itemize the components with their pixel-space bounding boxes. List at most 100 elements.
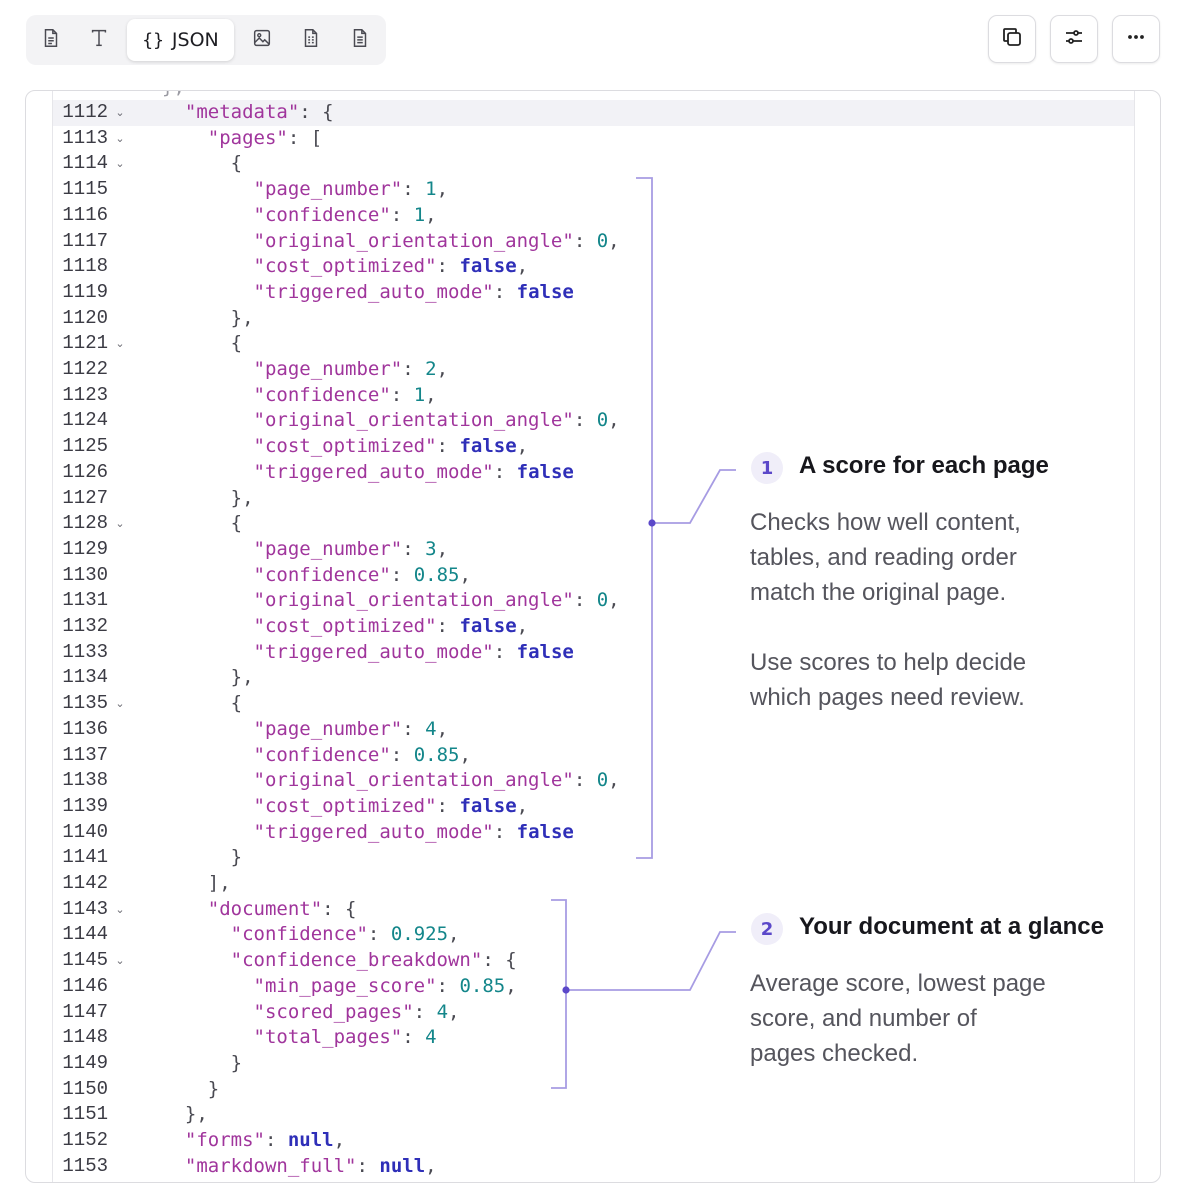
json-punct: ,: [459, 743, 471, 766]
json-punct: :: [402, 537, 426, 560]
tab-json[interactable]: {} JSON: [127, 19, 234, 61]
json-keyword: false: [459, 255, 517, 278]
json-punct: [162, 1078, 208, 1100]
json-punct: [162, 281, 254, 303]
json-punct: [162, 1103, 185, 1125]
json-punct: ,: [505, 974, 517, 997]
json-punct: :: [390, 563, 414, 586]
fold-chevron-icon[interactable]: ⌄: [115, 131, 125, 145]
json-punct: :: [436, 255, 460, 278]
fold-chevron-icon[interactable]: ⌄: [115, 337, 125, 351]
more-horizontal-icon: [1124, 25, 1148, 53]
json-keyword: false: [516, 280, 574, 303]
json-number: 4: [425, 717, 437, 740]
line-number: 1116: [62, 203, 108, 226]
json-punct: :: [390, 203, 414, 226]
json-key: "confidence": [253, 743, 391, 766]
json-punct: : {: [322, 897, 357, 920]
json-punct: ,: [608, 229, 620, 252]
json-punct: ,: [608, 589, 620, 612]
document-icon: [40, 27, 62, 53]
json-punct: [162, 384, 254, 406]
tab-text[interactable]: [78, 19, 120, 61]
line-number: 1140: [62, 820, 108, 843]
json-punct: [162, 846, 231, 868]
json-keyword: false: [459, 794, 517, 817]
json-key: "confidence": [230, 923, 368, 946]
code-text: "forms": null,: [162, 1128, 345, 1154]
json-punct: [162, 307, 231, 329]
line-number: 1120: [62, 306, 108, 329]
json-punct: [162, 949, 231, 971]
tab-page[interactable]: [339, 19, 381, 61]
tab-document[interactable]: [30, 19, 72, 61]
line-number: 1138: [62, 769, 108, 792]
fold-chevron-icon[interactable]: ⌄: [115, 954, 125, 968]
json-punct: [162, 744, 254, 766]
json-number: 1: [425, 178, 437, 201]
json-key: "min_page_score": [253, 974, 437, 997]
gutter-divider: [52, 91, 53, 1182]
annotation-badge-1: 1: [751, 452, 783, 484]
json-number: 0: [596, 409, 609, 432]
line-number: 1149: [62, 1051, 108, 1074]
json-key: "original_orientation_angle": [253, 409, 574, 432]
json-keyword: false: [516, 820, 574, 843]
json-key: "triggered_auto_mode": [253, 820, 494, 843]
line-number: 1139: [62, 794, 108, 817]
json-punct: ,: [516, 794, 529, 817]
json-punct: :: [573, 229, 597, 252]
code-text: "min_page_score": 0.85,: [162, 974, 517, 1000]
json-punct: ,: [425, 383, 437, 406]
json-number: 0: [596, 589, 609, 612]
line-number: 1124: [62, 409, 108, 432]
line-number: 1137: [62, 743, 108, 766]
json-key: "confidence_breakdown": [230, 949, 483, 972]
code-text: "triggered_auto_mode": false: [162, 280, 574, 306]
json-key: "cost_optimized": [253, 435, 437, 458]
json-punct: ,: [425, 1154, 437, 1177]
tab-spreadsheet[interactable]: [290, 19, 332, 61]
code-text: {: [162, 511, 242, 537]
code-text: "triggered_auto_mode": false: [162, 640, 574, 666]
braces-icon: {}: [142, 29, 164, 51]
fold-chevron-icon[interactable]: ⌄: [115, 157, 125, 171]
fold-chevron-icon[interactable]: ⌄: [115, 902, 125, 916]
code-text: "page_number": 4,: [162, 717, 449, 743]
copy-button[interactable]: [988, 15, 1036, 63]
fold-chevron-icon[interactable]: ⌄: [115, 517, 125, 531]
json-number: 0.925: [390, 923, 449, 946]
more-button[interactable]: [1112, 15, 1160, 63]
json-punct: :: [436, 794, 460, 817]
code-text: "cost_optimized": false,: [162, 794, 529, 820]
code-text: "cost_optimized": false,: [162, 434, 529, 460]
json-punct: ,: [436, 537, 449, 560]
code-text: {: [162, 691, 242, 717]
fold-chevron-icon[interactable]: ⌄: [115, 106, 125, 119]
json-punct: ,: [333, 1129, 346, 1151]
json-punct: [162, 898, 208, 920]
json-key: "forms": [184, 1129, 265, 1151]
tab-image[interactable]: [241, 19, 283, 61]
json-key: "markdown_full": [184, 1154, 357, 1177]
line-number: 1128: [62, 512, 108, 535]
json-key: "total_pages": [253, 1026, 403, 1049]
json-punct: [162, 1052, 231, 1074]
code-text: }: [162, 845, 242, 871]
fold-chevron-icon[interactable]: ⌄: [115, 697, 125, 711]
tab-json-label: JSON: [171, 29, 219, 51]
json-punct: [162, 923, 231, 945]
text-icon: [88, 27, 110, 53]
settings-button[interactable]: [1050, 15, 1098, 63]
code-text: "original_orientation_angle": 0,: [162, 588, 620, 614]
scrollbar-track[interactable]: [1134, 91, 1135, 1182]
json-punct: :: [390, 743, 414, 766]
code-text: {: [162, 151, 242, 177]
json-code-viewer[interactable]: }, 1112⌄ "metadata": {1113⌄ "pages": [11…: [25, 90, 1161, 1183]
line-number: 1112: [62, 101, 108, 123]
line-number: 1133: [62, 640, 108, 663]
json-punct: [162, 1001, 254, 1023]
line-number: 1141: [62, 846, 108, 869]
json-punct: [162, 358, 254, 380]
code-text: "pages": [: [162, 126, 322, 152]
